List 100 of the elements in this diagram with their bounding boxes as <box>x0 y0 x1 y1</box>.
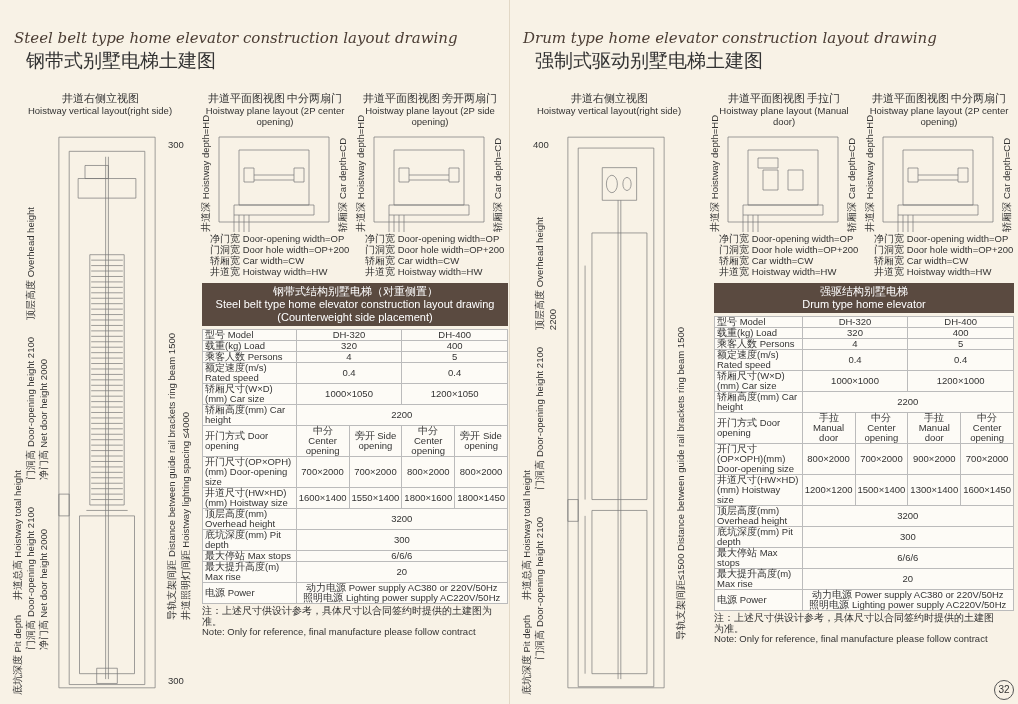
table-title: Steel belt type home elevator construction layout drawing (Counterweight side placement) <box>214 298 496 324</box>
view-title: 井道平面图视图 旁开两扇门 <box>361 92 499 105</box>
table-cell: 1200×1050 <box>401 383 508 405</box>
table-cell: 乘客人数 Persons <box>714 338 803 350</box>
table-cell: 底坑深度(mm) Pit depth <box>202 529 297 551</box>
dimension-label: 井道深 Hoistway depth=HD <box>709 115 720 232</box>
dimension-label: 净门高 Net door height 2000 <box>38 528 49 650</box>
table-cell: 300 <box>296 529 508 551</box>
table-cell: DH-400 <box>401 329 508 341</box>
table-cell: 开门尺寸(OP×OPH)(mm) Door-opening size <box>202 456 297 488</box>
view-title: 井道平面图视图 中分两扇门 <box>206 92 344 105</box>
table-cell: 井道尺寸(HW×HD)(mm) Hoistway size <box>202 487 297 509</box>
table-cell: 700×2000 <box>960 443 1014 475</box>
table-cell: 2200 <box>802 391 1014 413</box>
dimension-label: 轿厢深 Car depth=CD <box>337 138 348 232</box>
view-title: 井道右侧立视图 <box>569 92 649 105</box>
dimension-label: 顶层高度 Overhead height <box>534 217 545 330</box>
view-subtitle: Hoistway vertical layout(right side) <box>535 106 683 117</box>
dimension-label: 门洞高 Door-opening height 2100 <box>25 337 36 480</box>
table-cell: 800×2000 <box>401 456 455 488</box>
view-title: 井道平面图视图 中分两扇门 <box>870 92 1008 105</box>
table-cell: 20 <box>802 568 1014 590</box>
table-cell: 最大提升高度(m) Max rise <box>202 561 297 583</box>
table-cell: 额定速度(m/s) Rated speed <box>202 362 297 384</box>
table-cell: 1200×1000 <box>907 370 1014 392</box>
table-cell: 照明电源 Lighting power supply AC220V/50Hz <box>296 593 508 604</box>
table-cell: 0.4 <box>802 349 908 371</box>
table-cell: 乘客人数 Persons <box>202 351 297 363</box>
view-subtitle: Hoistway vertical layout(right side) <box>26 106 174 117</box>
table-cell: 1000×1050 <box>296 383 402 405</box>
table-cell: 700×2000 <box>855 443 908 475</box>
dimension-label: 井道宽 Hoistway width=HW <box>874 267 992 278</box>
dimension-label: 井道宽 Hoistway width=HW <box>719 267 837 278</box>
dimension-label: 轿厢宽 Car width=CW <box>365 256 460 267</box>
table-cell: 2200 <box>296 404 508 426</box>
dimension-label: 400 <box>533 140 549 151</box>
table-cell: 顶层高度(mm) Overhead height <box>714 505 803 527</box>
table-cell: DH-400 <box>907 316 1014 328</box>
dimension-label: 门洞宽 Door hole width=OP+200 <box>365 245 505 256</box>
table-cell: 1000×1000 <box>802 370 908 392</box>
table-cell: 0.4 <box>401 362 508 384</box>
table-cell: 700×2000 <box>296 456 349 488</box>
table-cell: 轿厢尺寸(W×D)(mm) Car size <box>202 383 297 405</box>
table-cell: 中分 Center opening <box>401 425 455 457</box>
dimension-label: 轿厢深 Car depth=CD <box>846 138 857 232</box>
page-title: 钢带式别墅电梯土建图 <box>26 50 216 72</box>
table-cell: 井道尺寸(HW×HD)(mm) Hoistway size <box>714 474 803 506</box>
table-cell: 顶层高度(mm) Overhead height <box>202 508 297 530</box>
dimension-label: 井道总高 Hoistway total height <box>521 469 532 600</box>
dimension-label: 轿厢深 Car depth=CD <box>1001 138 1012 232</box>
dimension-label: 300 <box>168 140 184 151</box>
dimension-label: 井道深 Hoistway depth=HD <box>200 115 211 232</box>
dimension-label: 井道深 Hoistway depth=HD <box>864 115 875 232</box>
table-cell: 400 <box>401 340 508 352</box>
table-cell: 开门尺寸(OP×OPH)(mm) Door-opening size <box>714 443 803 475</box>
dimension-label: 门洞高 Door-opening height 2100 <box>25 507 36 650</box>
note-text: 注：上述尺寸供设计参考，具体尺寸以合同签约时提供的土建图为准。 <box>714 613 994 634</box>
dimension-label: 井道照明灯间距 Hoistway lighting spacing ≤4000 <box>180 411 191 620</box>
dimension-label: 轿厢深 Car depth=CD <box>492 138 503 232</box>
table-cell: 6/6/6 <box>802 547 1014 569</box>
dimension-label: 2200 <box>547 308 558 330</box>
dimension-label: 门洞宽 Door hole width=OP+200 <box>874 245 1014 256</box>
dimension-label: 导轨支架间距≤1500 Distance between guide rail brackets ring beam 1500 <box>675 327 686 640</box>
dimension-label: 净门宽 Door-opening width=OP <box>365 234 500 245</box>
dimension-label: 底坑深度 Pit depth <box>521 614 532 695</box>
table-cell: DH-320 <box>802 316 908 328</box>
view-title: 井道右侧立视图 <box>60 92 140 105</box>
table-cell: 开门方式 Door opening <box>202 425 297 457</box>
table-cell: 中分 Center opening <box>296 425 349 457</box>
table-cell: 电源 Power <box>714 589 803 611</box>
table-cell: 手拉 Manual door <box>907 412 961 444</box>
table-cell: 中分 Center opening <box>855 412 908 444</box>
dimension-label: 井道宽 Hoistway width=HW <box>365 267 483 278</box>
note-text: Note: Only for reference, final manufacture please follow contract <box>714 634 989 645</box>
table-cell: 5 <box>401 351 508 363</box>
dimension-label: 净门宽 Door-opening width=OP <box>210 234 345 245</box>
table-cell: 载重(kg) Load <box>202 340 297 352</box>
table-cell: 3200 <box>296 508 508 530</box>
table-cell: 轿厢高度(mm) Car height <box>714 391 803 413</box>
table-cell: 20 <box>296 561 508 583</box>
table-cell: 0.4 <box>907 349 1014 371</box>
table-cell: 1550×1400 <box>349 487 402 509</box>
table-cell: 最大提升高度(m) Max rise <box>714 568 803 590</box>
dimension-label: 轿厢宽 Car width=CW <box>874 256 969 267</box>
table-cell: 800×2000 <box>454 456 508 488</box>
table-cell: 最大停站 Max stops <box>714 547 803 569</box>
table-cell: 电源 Power <box>202 582 297 604</box>
table-cell: 手拉 Manual door <box>802 412 855 444</box>
page-title: 强制式驱动别墅电梯土建图 <box>535 50 763 72</box>
table-cell: 300 <box>802 526 1014 548</box>
dimension-label: 轿厢宽 Car width=CW <box>210 256 305 267</box>
table-cell: 旁开 Side opening <box>349 425 402 457</box>
dimension-label: 门洞高 Door-opening height 2100 <box>534 347 545 490</box>
dimension-label: 净门宽 Door-opening width=OP <box>719 234 854 245</box>
table-cell: 1300×1400 <box>907 474 961 506</box>
dimension-label: 顶层高度 Overhead height <box>25 207 36 320</box>
table-cell: 5 <box>907 338 1014 350</box>
table-cell: 4 <box>802 338 908 350</box>
note-text: 注：上述尺寸供设计参考，具体尺寸以合同签约时提供的土建图为准。 <box>202 606 493 627</box>
table-cell: 照明电源 Lighting power supply AC220V/50Hz <box>802 600 1014 611</box>
